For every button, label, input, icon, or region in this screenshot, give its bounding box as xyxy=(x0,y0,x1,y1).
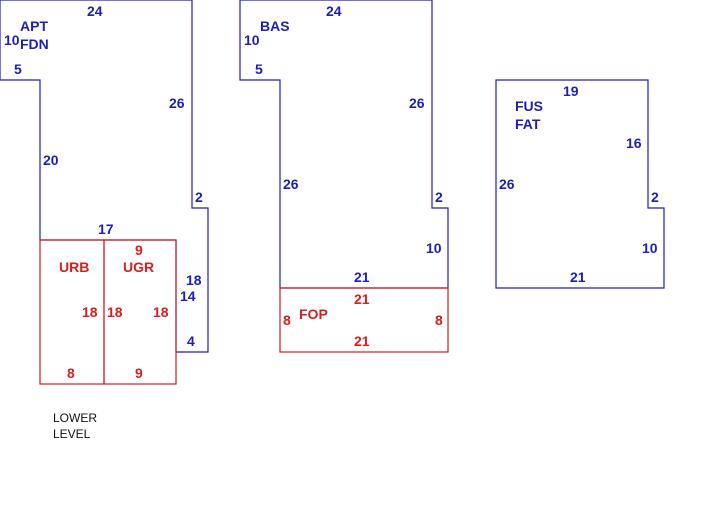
urb-label: URB xyxy=(59,259,89,275)
apt-dim-bottom-notch: 4 xyxy=(187,333,195,349)
fop-outline xyxy=(279,287,449,353)
bas-label: BAS xyxy=(260,18,290,34)
fop-dim-top: 21 xyxy=(354,291,370,307)
bas-dim-top: 24 xyxy=(326,3,342,19)
apt-dim-notch-right: 18 xyxy=(186,272,202,288)
bas-dim-notch-top: 2 xyxy=(435,189,443,205)
fus-dim-bottom: 21 xyxy=(570,269,586,285)
fat-label: FAT xyxy=(515,116,541,132)
bas-dim-right-upper: 26 xyxy=(409,95,425,111)
ugr-dim-left: 18 xyxy=(107,304,123,320)
ugr-outline xyxy=(103,239,177,385)
note-line-1: LOWER xyxy=(53,411,97,425)
ugr-dim-right: 18 xyxy=(153,304,169,320)
apt-dim-left-upper: 10 xyxy=(4,32,20,48)
bas-dim-step: 5 xyxy=(255,61,263,77)
ugr-dim-bottom: 9 xyxy=(135,365,143,381)
fus-dim-right-upper: 16 xyxy=(626,135,642,151)
apt-dim-notch-top: 2 xyxy=(195,189,203,205)
bas-outline xyxy=(239,0,449,289)
bas-dim-right-lower: 10 xyxy=(426,240,442,256)
fus-dim-right-lower: 10 xyxy=(642,240,658,256)
fop-label: FOP xyxy=(299,306,328,322)
bas-dim-left-upper: 10 xyxy=(244,32,260,48)
apt-dim-top: 24 xyxy=(87,3,103,19)
bas-dim-bottom: 21 xyxy=(354,269,370,285)
ugr-label: UGR xyxy=(123,259,154,275)
urb-dim-bottom: 8 xyxy=(67,365,75,381)
apt-dim-step: 5 xyxy=(14,61,22,77)
urb-dim-right: 18 xyxy=(82,304,98,320)
fop-dim-bottom: 21 xyxy=(354,333,370,349)
fus-dim-notch-top: 2 xyxy=(651,189,659,205)
fus-label: FUS xyxy=(515,98,543,114)
fop-dim-right: 8 xyxy=(435,312,443,328)
ugr-dim-top: 9 xyxy=(135,242,143,258)
apt-dim-left-lower: 20 xyxy=(43,152,59,168)
fop-dim-left: 8 xyxy=(283,312,291,328)
apt-dim-right-upper: 26 xyxy=(169,95,185,111)
apt-dim-mid: 17 xyxy=(98,221,114,237)
note-line-2: LEVEL xyxy=(53,427,91,441)
fdn-label: FDN xyxy=(20,36,49,52)
fus-dim-left: 26 xyxy=(499,176,515,192)
apt-label: APT xyxy=(20,18,48,34)
apt-dim-inner-right: 14 xyxy=(180,288,196,304)
fus-dim-top: 19 xyxy=(563,83,579,99)
bas-dim-left-lower: 26 xyxy=(283,176,299,192)
fus-outline xyxy=(495,79,665,289)
